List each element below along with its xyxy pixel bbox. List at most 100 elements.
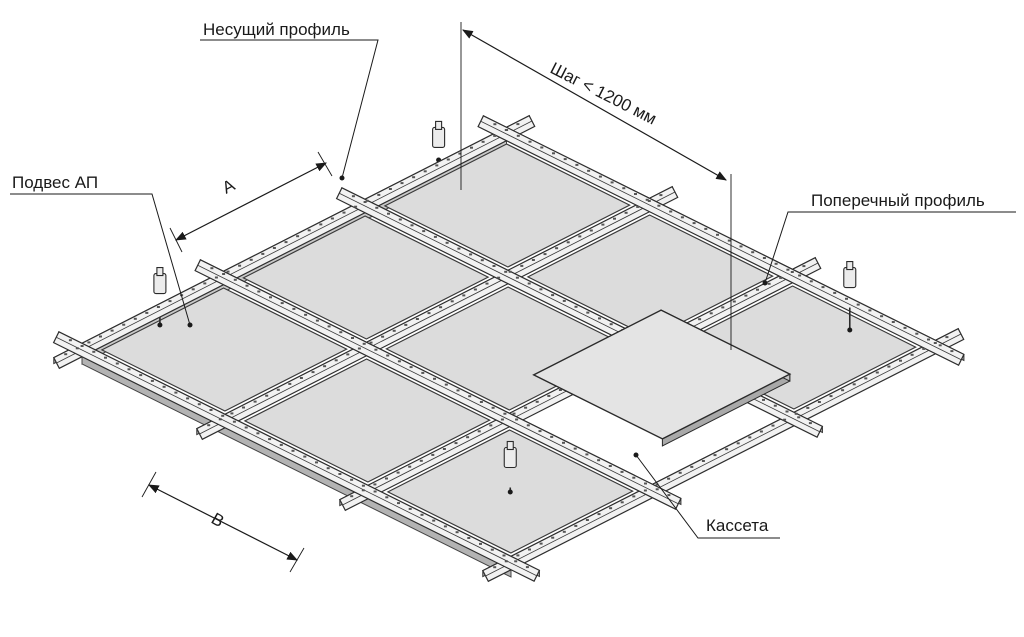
rail-slot bbox=[249, 258, 253, 261]
rail-slot bbox=[218, 418, 222, 421]
rail-slot bbox=[727, 239, 731, 242]
rail-slot bbox=[655, 488, 659, 491]
rail-slot bbox=[798, 274, 802, 277]
rail-slot bbox=[636, 205, 640, 208]
rail-slot bbox=[327, 325, 331, 328]
rail-slot bbox=[558, 389, 562, 391]
rail-slot bbox=[133, 317, 137, 320]
rail-slot bbox=[115, 362, 119, 365]
rail-slot bbox=[419, 459, 423, 462]
rail-slot bbox=[388, 188, 392, 190]
rail-slot bbox=[585, 519, 589, 521]
rail-slot bbox=[238, 264, 242, 267]
rail-slot bbox=[458, 152, 462, 155]
rail-slot bbox=[127, 368, 131, 371]
rail-slot bbox=[887, 365, 891, 368]
rail-slot bbox=[68, 339, 72, 342]
rail-slot bbox=[397, 360, 401, 363]
ceiling-panel bbox=[100, 287, 348, 412]
rail-slot bbox=[528, 548, 531, 551]
rail-slot bbox=[547, 394, 551, 397]
rail-slot bbox=[531, 259, 535, 261]
rail-slot bbox=[880, 315, 884, 318]
rail-slot bbox=[505, 129, 509, 131]
rail-slot bbox=[493, 123, 497, 126]
rail-slot bbox=[655, 483, 659, 486]
rail-slot bbox=[427, 312, 431, 315]
rail-slot bbox=[922, 347, 926, 350]
rail-slot bbox=[256, 432, 260, 435]
rail-slot bbox=[469, 253, 473, 256]
main-profile-rail-centerline bbox=[199, 191, 676, 435]
rail-slot bbox=[477, 430, 481, 433]
rail-slot bbox=[454, 442, 458, 445]
rail-slot bbox=[555, 247, 559, 250]
rail-slot bbox=[423, 170, 427, 173]
rail-slot bbox=[493, 566, 497, 569]
rail-slot bbox=[485, 282, 489, 285]
rail-slot bbox=[284, 241, 288, 244]
rail-slot bbox=[516, 123, 520, 126]
rail-slot bbox=[821, 286, 825, 289]
rail-slot bbox=[75, 347, 79, 350]
rail-slot bbox=[276, 388, 280, 391]
leader-cross-profile-dot bbox=[762, 280, 768, 286]
cross-profile-rail-centerline bbox=[197, 264, 679, 505]
rail-slot bbox=[950, 350, 954, 353]
rail-slot bbox=[551, 294, 555, 297]
dimension-b-ext-left bbox=[141, 471, 157, 498]
rail-slot bbox=[214, 276, 218, 279]
rail-slot bbox=[362, 342, 366, 345]
rail-slot bbox=[690, 465, 694, 468]
rail-slot bbox=[373, 490, 377, 493]
rail-slot bbox=[139, 374, 143, 377]
rail-slot bbox=[292, 307, 296, 310]
rail-slot bbox=[698, 318, 702, 321]
hanger-anchor bbox=[507, 489, 513, 495]
rail-slot bbox=[701, 460, 705, 462]
rail-slot bbox=[622, 187, 626, 190]
rail-slot bbox=[64, 353, 68, 356]
rail-slot bbox=[197, 403, 201, 406]
hanger-clip bbox=[153, 272, 167, 295]
hanger-clip bbox=[843, 266, 857, 289]
hanger-anchor bbox=[847, 327, 853, 333]
rail-slot bbox=[457, 247, 461, 250]
rail-slot bbox=[550, 435, 554, 438]
rail-slot bbox=[346, 353, 350, 356]
rail-slot bbox=[480, 259, 484, 262]
rail-slot bbox=[808, 422, 812, 425]
rail-slot bbox=[92, 350, 96, 353]
rail-slot bbox=[145, 311, 149, 314]
rail-slot bbox=[80, 345, 84, 347]
rail-slot bbox=[323, 365, 327, 368]
rail-slot bbox=[725, 448, 729, 451]
dimension-b-ext-right bbox=[289, 547, 305, 573]
rail-slot bbox=[512, 412, 516, 415]
rail-slot bbox=[491, 406, 495, 409]
rail-slot bbox=[578, 235, 582, 238]
rail-slot bbox=[272, 247, 276, 249]
rail-slot bbox=[552, 152, 555, 155]
ceiling-panels bbox=[81, 133, 917, 578]
rail-slot bbox=[373, 483, 377, 486]
label-main-profile: Несущий профиль bbox=[203, 20, 350, 39]
rail-slot bbox=[643, 489, 647, 492]
rail-slot bbox=[771, 424, 775, 427]
rail-slot bbox=[598, 317, 601, 320]
leader-cross-profile bbox=[764, 211, 1016, 284]
rail-slot bbox=[87, 341, 91, 344]
rail-slot bbox=[841, 389, 845, 392]
rail-slot bbox=[644, 482, 647, 485]
dimension-a-line bbox=[175, 162, 327, 241]
hanger-anchor bbox=[157, 322, 163, 328]
rail-slot bbox=[864, 377, 868, 380]
rail-slot bbox=[786, 268, 790, 271]
rail-slot bbox=[361, 484, 365, 487]
rail-slot bbox=[762, 257, 766, 259]
rail-slot bbox=[481, 140, 485, 143]
profile-slots bbox=[64, 123, 954, 569]
rail-slot bbox=[868, 309, 872, 312]
rail-slot bbox=[280, 302, 284, 305]
rail-slot bbox=[503, 412, 507, 415]
